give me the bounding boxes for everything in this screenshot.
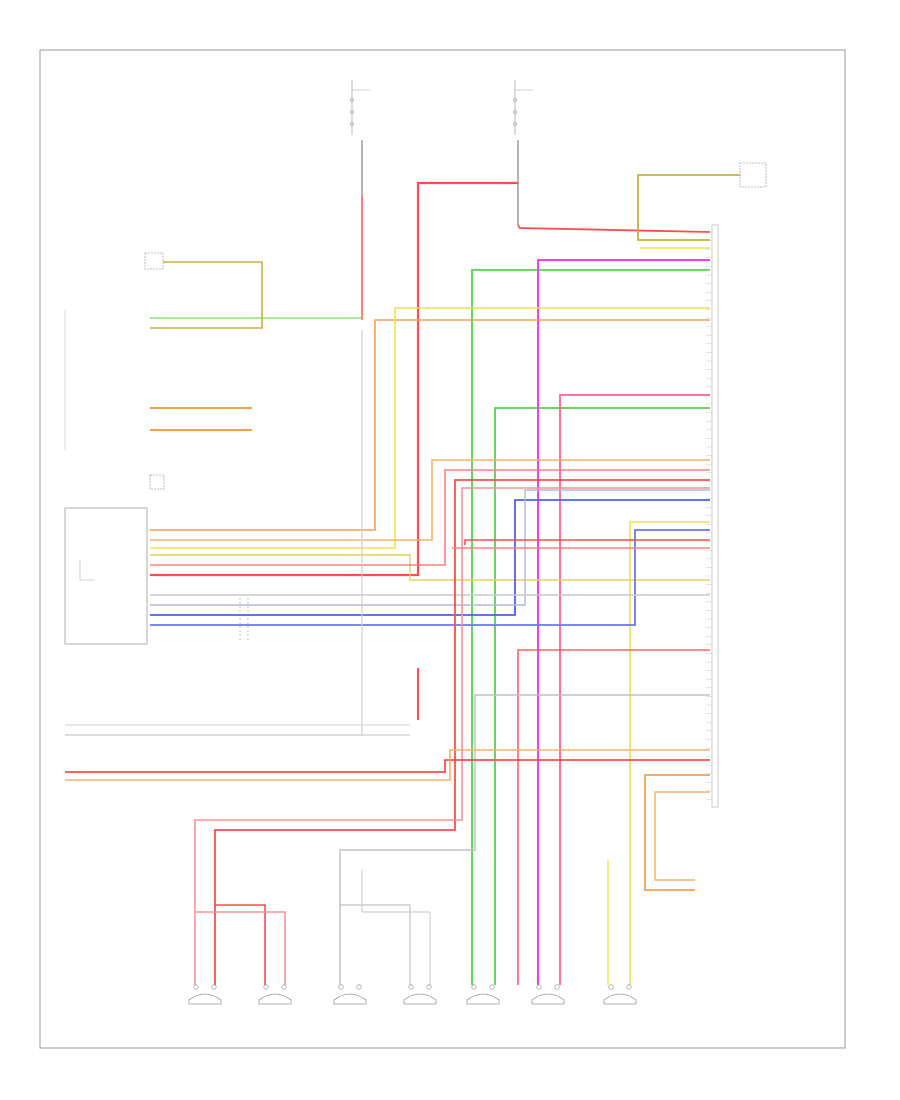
wire-antenna-left <box>150 261 263 329</box>
speaker-icon <box>333 993 367 1005</box>
speaker-6 <box>531 984 565 1005</box>
wire-spk-pair-b <box>195 911 286 985</box>
speaker-terminal <box>608 984 614 990</box>
speaker-terminal <box>626 984 632 990</box>
connector-note <box>239 598 249 640</box>
speaker-terminal <box>211 984 217 990</box>
left-radio-module <box>64 310 148 645</box>
fuse-block-right <box>513 80 533 135</box>
wire-yellow-2 <box>629 521 710 985</box>
speaker-terminal <box>471 984 477 990</box>
speaker-4 <box>403 984 437 1005</box>
wire-spk-pair-d <box>361 870 431 985</box>
speaker-icon <box>258 993 292 1005</box>
wire-red-spk-1 <box>214 479 710 985</box>
fuse-block-left <box>350 80 370 135</box>
speaker-terminal <box>408 984 414 990</box>
antenna-amplifier-left <box>144 252 165 490</box>
wire-green-2 <box>471 269 710 985</box>
antenna-amplifier-right <box>739 162 767 188</box>
wire-pink-spk-1 <box>194 487 710 985</box>
speaker-icon <box>466 993 500 1005</box>
wire-gray-spk <box>339 694 710 985</box>
speaker-terminal <box>554 984 560 990</box>
speaker-terminal <box>356 984 362 990</box>
wire-tan-bottom <box>65 749 710 781</box>
wire-yellow-1 <box>150 307 710 549</box>
diagram-frame <box>39 49 846 1049</box>
speaker-group <box>188 984 637 1005</box>
speaker-terminal <box>338 984 344 990</box>
right-control-module <box>706 224 719 808</box>
wire-magenta-1 <box>537 259 710 985</box>
speaker-terminal <box>193 984 199 990</box>
wire-tan-1 <box>150 459 710 541</box>
wire-optical-1 <box>644 774 710 891</box>
speaker-terminal <box>281 984 287 990</box>
wire-red-bottom <box>65 759 710 773</box>
speaker-7 <box>603 984 637 1005</box>
speaker-terminal <box>489 984 495 990</box>
speaker-terminal <box>263 984 269 990</box>
speaker-5 <box>466 984 500 1005</box>
speaker-1 <box>188 984 222 1005</box>
wire-orange-3 <box>150 319 710 531</box>
wire-yellow-3 <box>150 554 710 581</box>
speaker-icon <box>403 993 437 1005</box>
wire-red-spk-2 <box>464 539 710 545</box>
wire-red-power <box>150 181 518 577</box>
wire-antenna-right <box>637 174 740 241</box>
wire-red-to-module <box>517 224 711 233</box>
speaker-terminal <box>426 984 432 990</box>
speaker-3 <box>333 984 367 1005</box>
wire-spk-pair-c <box>340 904 411 985</box>
speaker-icon <box>603 993 637 1005</box>
wire-blue-1 <box>150 499 710 616</box>
wire-green-3 <box>494 407 710 985</box>
wire-spk-pair-a <box>215 904 266 985</box>
wire-red-spk-3 <box>517 649 710 985</box>
speaker-icon <box>531 993 565 1005</box>
wire-magenta-2 <box>559 394 710 985</box>
speaker-icon <box>188 993 222 1005</box>
wire-blue-2 <box>150 529 710 626</box>
wire-gray-spk-2 <box>65 330 363 736</box>
speaker-2 <box>258 984 292 1005</box>
speaker-terminal <box>536 984 542 990</box>
wire-pink-2 <box>150 469 710 566</box>
wire-optical-2 <box>654 791 710 881</box>
